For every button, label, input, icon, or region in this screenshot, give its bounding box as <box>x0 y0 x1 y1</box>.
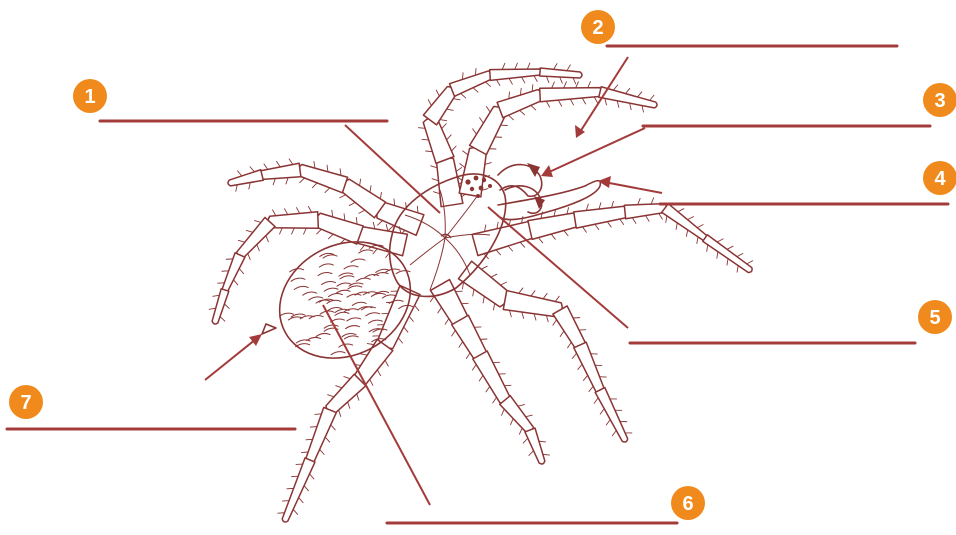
number-badge-7: 7 <box>9 385 43 419</box>
leader-line-4 <box>604 182 662 193</box>
number-badge-4: 4 <box>923 161 956 195</box>
spider-leg <box>278 285 420 522</box>
badge-number-4: 4 <box>934 168 946 190</box>
badge-number-3: 3 <box>934 90 945 112</box>
spider-legs <box>209 63 753 522</box>
spider-illustration <box>209 63 753 522</box>
badge-number-6: 6 <box>682 493 693 515</box>
number-badge-1: 1 <box>73 79 107 113</box>
spider-leg <box>209 206 407 324</box>
badge-number-5: 5 <box>929 307 940 329</box>
badge-number-2: 2 <box>592 17 603 39</box>
badge-number-7: 7 <box>20 392 31 414</box>
number-badge-6: 6 <box>671 486 705 520</box>
number-badge-2: 2 <box>581 10 615 44</box>
leader-line-7 <box>205 339 256 380</box>
number-badge-5: 5 <box>918 300 952 334</box>
spider-leg <box>472 198 753 273</box>
leader-line-3 <box>547 128 645 173</box>
badge-number-1: 1 <box>84 86 95 108</box>
spider-leg <box>457 82 657 197</box>
number-badges: 1 2 3 4 5 6 7 <box>9 10 956 520</box>
number-badge-3: 3 <box>923 83 956 117</box>
